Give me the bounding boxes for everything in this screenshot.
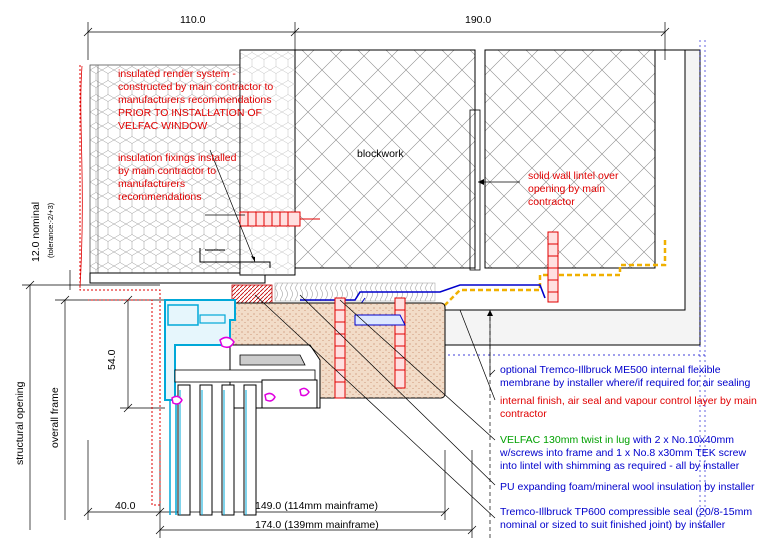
dim-174: 174.0 (139mm mainframe) bbox=[255, 519, 379, 531]
label-velfac-green: VELFAC 130mm twist in lug bbox=[500, 434, 631, 446]
label-render-3: manufacturers recommendations bbox=[118, 94, 272, 106]
label-render-4: PRIOR TO INSTALLATION OF bbox=[118, 107, 262, 119]
label-render-5: VELFAC WINDOW bbox=[118, 120, 208, 132]
label-seal-1: Tremco-Illbruck TP600 compressible seal … bbox=[500, 506, 753, 518]
screws bbox=[239, 211, 559, 399]
label-seal-2: nominal or sized to suit finished joint)… bbox=[500, 519, 726, 531]
dim-54: 54.0 bbox=[106, 349, 118, 370]
label-lintel-3: contractor bbox=[528, 196, 575, 208]
label-membrane-1: optional Tremco-Illbruck ME500 internal … bbox=[500, 364, 721, 376]
compressible-seal bbox=[231, 284, 273, 304]
render-outline bbox=[79, 65, 161, 506]
label-fix-1: insulation fixings installed bbox=[118, 152, 237, 164]
label-fix-2: by main contractor to bbox=[118, 165, 217, 177]
label-finish-2: contractor bbox=[500, 408, 547, 420]
label-render-1: insulated render system - bbox=[118, 68, 236, 80]
dim-149: 149.0 (114mm mainframe) bbox=[255, 500, 378, 512]
glazing-unit bbox=[169, 379, 318, 516]
label-lintel-1: solid wall lintel over bbox=[528, 170, 619, 182]
dim-overall-frame: overall frame bbox=[49, 387, 61, 448]
label-blockwork: blockwork bbox=[357, 148, 404, 160]
label-pu: PU expanding foam/mineral wool insulatio… bbox=[500, 481, 755, 493]
membrane bbox=[300, 284, 546, 301]
leader-lines bbox=[205, 149, 520, 540]
label-render-2: constructed by main contractor to bbox=[118, 81, 274, 93]
left-dimensions bbox=[22, 270, 165, 530]
label-velfac-1: VELFAC 130mm twist in lug with 2 x No.10… bbox=[500, 434, 734, 447]
dim-190: 190.0 bbox=[465, 14, 492, 26]
label-velfac-3: into lintel with shimming as required - … bbox=[500, 460, 740, 472]
dim-structural-opening: structural opening bbox=[14, 381, 26, 465]
label-fix-3: manufacturers bbox=[118, 178, 186, 190]
label-fix-4: recommendations bbox=[118, 191, 202, 203]
lintel bbox=[484, 49, 656, 269]
label-velfac-rest: with 2 x No.10x40mm bbox=[630, 434, 735, 446]
label-finish-1: internal finish, air seal and vapour con… bbox=[500, 395, 757, 407]
insulation-board bbox=[89, 64, 241, 274]
gaskets bbox=[171, 336, 310, 405]
dim-110: 110.0 bbox=[180, 14, 206, 26]
twist-lug bbox=[354, 314, 406, 326]
top-dimensions bbox=[83, 22, 670, 60]
label-membrane-2: membrane by installer where/if required … bbox=[500, 377, 751, 389]
label-velfac-2: w/screws into frame and 1 x No.8 x30mm T… bbox=[500, 447, 747, 459]
dim-12-tolerance: (tolerance:-2/+3) bbox=[46, 202, 55, 258]
dim-40: 40.0 bbox=[115, 500, 136, 512]
leader-arrows bbox=[251, 179, 493, 316]
label-lintel-2: opening by main bbox=[528, 183, 606, 195]
air-seal-tape bbox=[444, 240, 667, 306]
dim-12-nominal: 12.0 nominal bbox=[30, 201, 42, 262]
